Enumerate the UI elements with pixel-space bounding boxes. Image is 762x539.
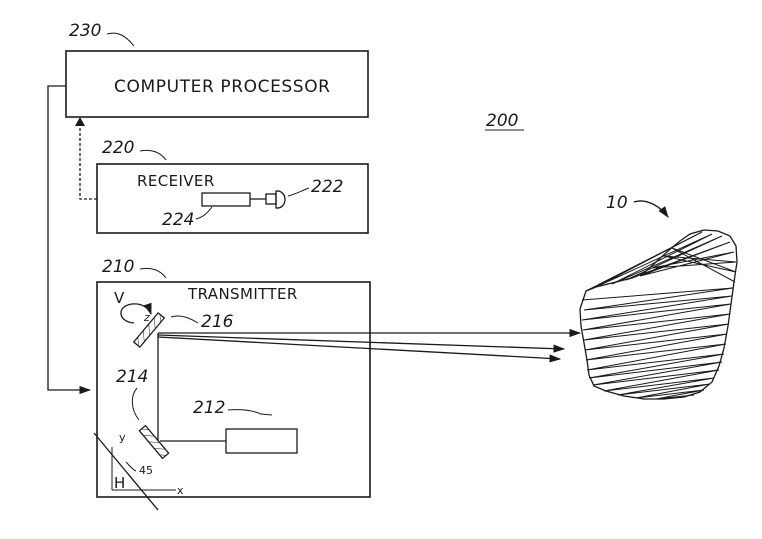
transmitter: TRANSMITTER 210 V z 216 214 212 xyxy=(93,257,371,511)
computer-processor: COMPUTER PROCESSOR 230 xyxy=(65,21,369,118)
axis-v-label: V xyxy=(114,289,125,307)
coordinate-axes: y x 45 H xyxy=(93,431,184,511)
laser-source xyxy=(225,428,298,454)
transmitter-ref: 210 xyxy=(102,257,134,277)
transmitter-label: TRANSMITTER xyxy=(187,285,298,303)
receiver-to-processor-link xyxy=(79,125,97,200)
detector-ref: 222 xyxy=(311,177,343,197)
receiver-detector xyxy=(265,193,277,205)
svg-text:200: 200 xyxy=(486,111,518,131)
outgoing-beams xyxy=(157,328,582,363)
scan-mirror-ref: 216 xyxy=(201,312,234,332)
svg-text:x: x xyxy=(177,484,184,497)
transmitter-leader xyxy=(139,267,167,279)
processor-ref: 230 xyxy=(69,21,101,41)
target-ref: 10 xyxy=(606,193,628,213)
figure-number: 200 xyxy=(485,111,524,131)
laser-ref: 212 xyxy=(193,398,225,418)
rotation-arrow xyxy=(120,302,152,324)
lens-ref: 224 xyxy=(162,210,194,230)
fixed-mirror xyxy=(138,424,170,460)
processor-leader xyxy=(106,32,135,47)
processor-to-transmitter-link xyxy=(47,85,92,395)
svg-text:H: H xyxy=(114,474,126,492)
receiver-leader xyxy=(139,149,167,161)
fixed-mirror-ref: 214 xyxy=(116,367,148,387)
receiver-lens xyxy=(201,192,251,207)
receiver-ref: 220 xyxy=(102,138,134,158)
scan-mirror xyxy=(132,311,166,349)
target-object: 10 xyxy=(579,193,738,400)
receiver-label: RECEIVER xyxy=(137,172,215,190)
receiver: RECEIVER 220 222 224 xyxy=(96,138,369,234)
processor-label: COMPUTER PROCESSOR xyxy=(114,77,331,97)
axis-z-label: z xyxy=(143,311,150,324)
detector-cap xyxy=(275,190,286,209)
svg-text:45: 45 xyxy=(139,464,153,477)
svg-text:y: y xyxy=(119,431,126,444)
